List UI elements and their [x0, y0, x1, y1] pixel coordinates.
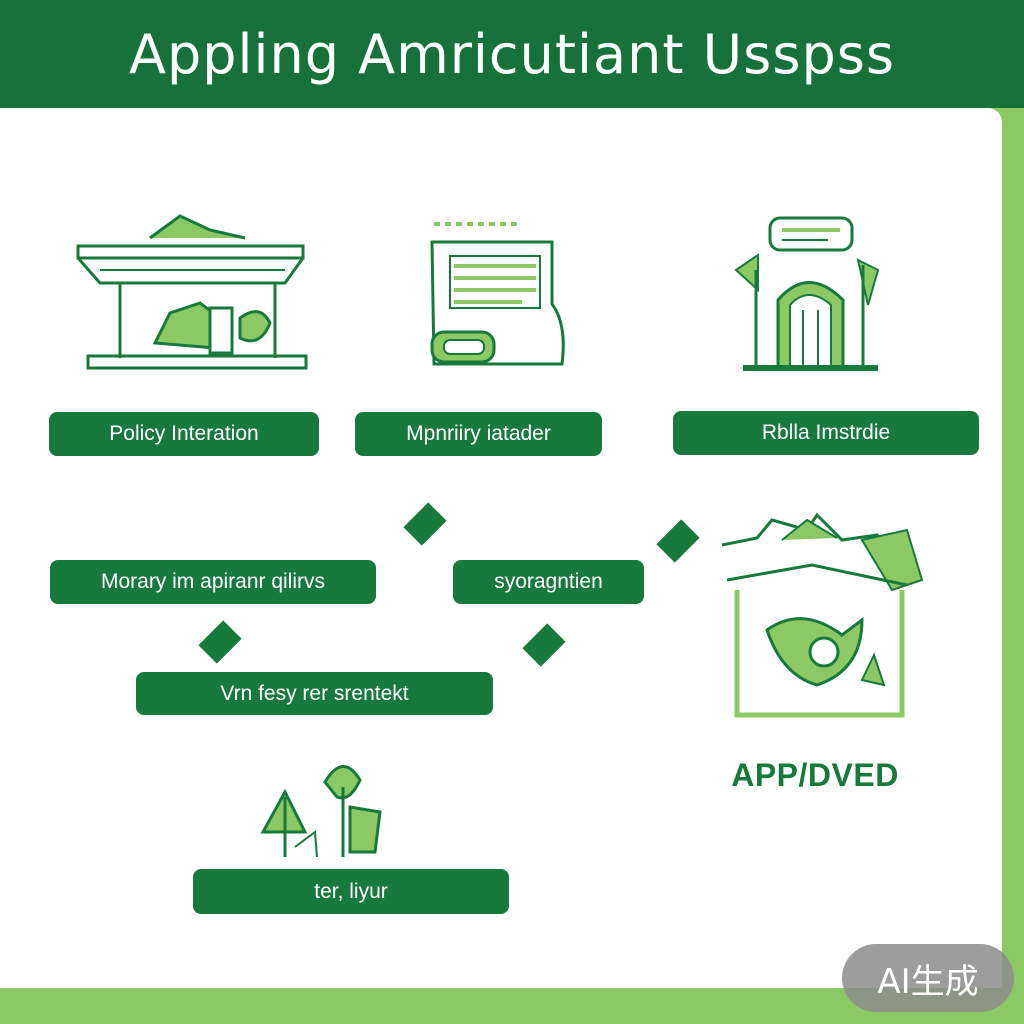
header-bar: Appling Amricutiant Usspss	[0, 0, 1024, 108]
node-policy-interation: Policy Interation	[49, 412, 319, 456]
approved-status: APP/DVED	[731, 757, 899, 793]
node-mpnriiry-iatader: Mpnriiry iatader	[355, 412, 602, 456]
node-rblla-imstrdie: Rblla Imstrdie	[673, 411, 979, 455]
document-icon	[430, 222, 565, 366]
ai-generated-badge: AI生成	[842, 944, 1014, 1012]
seedling-icon	[260, 765, 382, 858]
market-stall-icon	[76, 214, 308, 370]
node-ter-liyur: ter, liyur	[193, 869, 509, 914]
node-morary-apiranr: Morary im apiranr qilirvs	[50, 560, 376, 604]
approved-box-icon	[721, 512, 924, 718]
node-syoragntien: syoragntien	[453, 560, 644, 604]
node-vrn-fesy: Vrn fesy rer srentekt	[136, 672, 493, 715]
building-icon	[734, 216, 880, 371]
page-title: Appling Amricutiant Usspss	[129, 22, 895, 86]
